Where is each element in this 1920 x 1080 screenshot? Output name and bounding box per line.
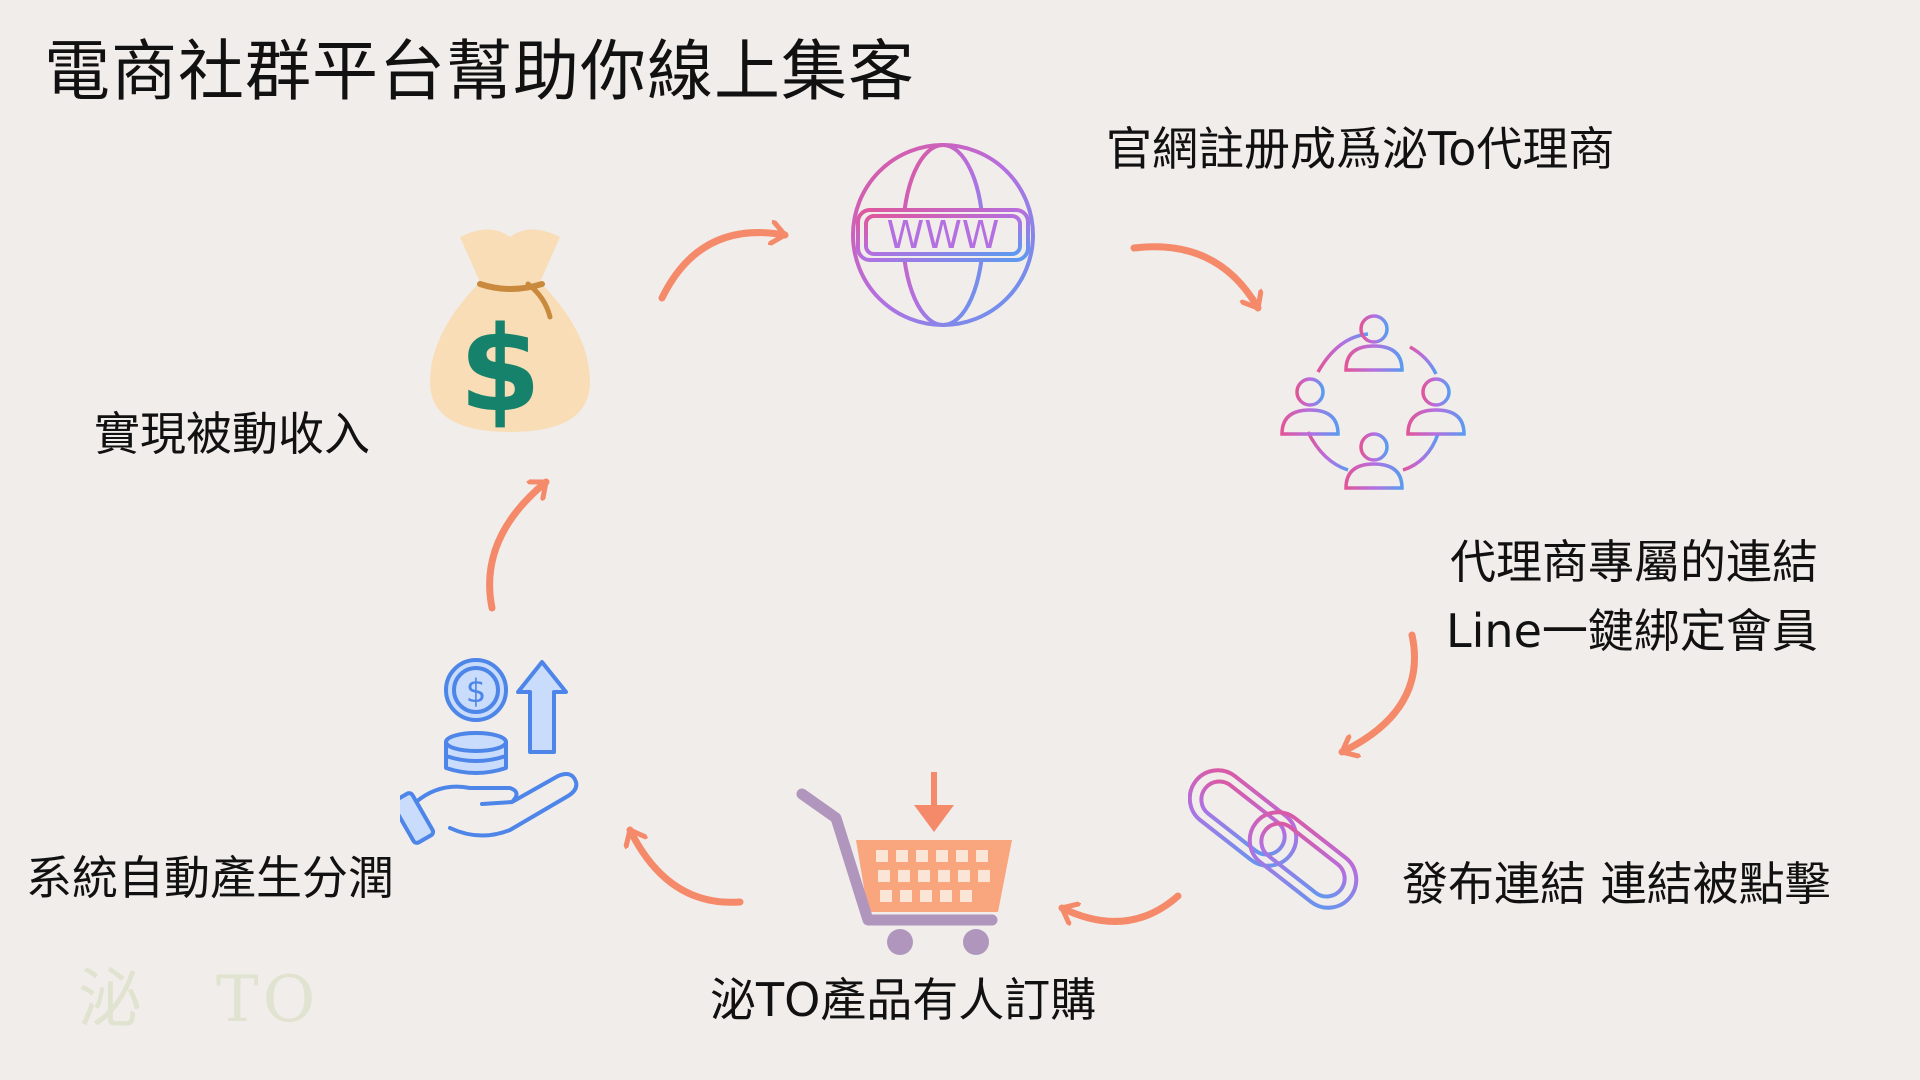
coin-dollar-sign: $ xyxy=(466,672,486,710)
watermark-part2: TO xyxy=(216,963,320,1037)
step-income-label: 實現被動收入 xyxy=(94,407,370,461)
step-order-label: 泌TO產品有人訂購 xyxy=(710,973,1097,1027)
globe-www-text: WWW xyxy=(887,213,1000,257)
chain-link-icon xyxy=(1188,768,1359,910)
step-register-label: 官網註册成爲泌To代理商 xyxy=(1106,122,1615,176)
dollar-sign: $ xyxy=(459,300,541,437)
watermark: 泌 TO xyxy=(78,948,319,1040)
step-link-label-line1: 代理商專屬的連結 xyxy=(1450,535,1818,589)
step-profit-label: 系統自動產生分潤 xyxy=(26,851,394,905)
coins-hand-icon: $ xyxy=(400,658,579,845)
people-network-icon xyxy=(1280,314,1466,490)
arrow-network-to-publish xyxy=(1338,631,1419,752)
arrow-register-to-network xyxy=(1130,243,1258,312)
shopping-cart-icon xyxy=(796,772,1012,955)
step-link-label-line2: Line一鍵綁定會員 xyxy=(1446,604,1818,658)
arrow-publish-to-order xyxy=(1058,892,1182,921)
arrow-income-to-register xyxy=(658,233,789,302)
page-title: 電商社群平台幫助你線上集客 xyxy=(44,33,915,110)
arrow-profit-to-income xyxy=(486,478,550,612)
watermark-part1: 泌 xyxy=(78,963,146,1037)
globe-www-icon: WWW xyxy=(851,143,1035,327)
money-bag-icon: $ xyxy=(430,229,590,437)
step-publish-label: 發布連結 連結被點擊 xyxy=(1402,857,1831,911)
arrow-order-to-profit xyxy=(630,826,744,906)
